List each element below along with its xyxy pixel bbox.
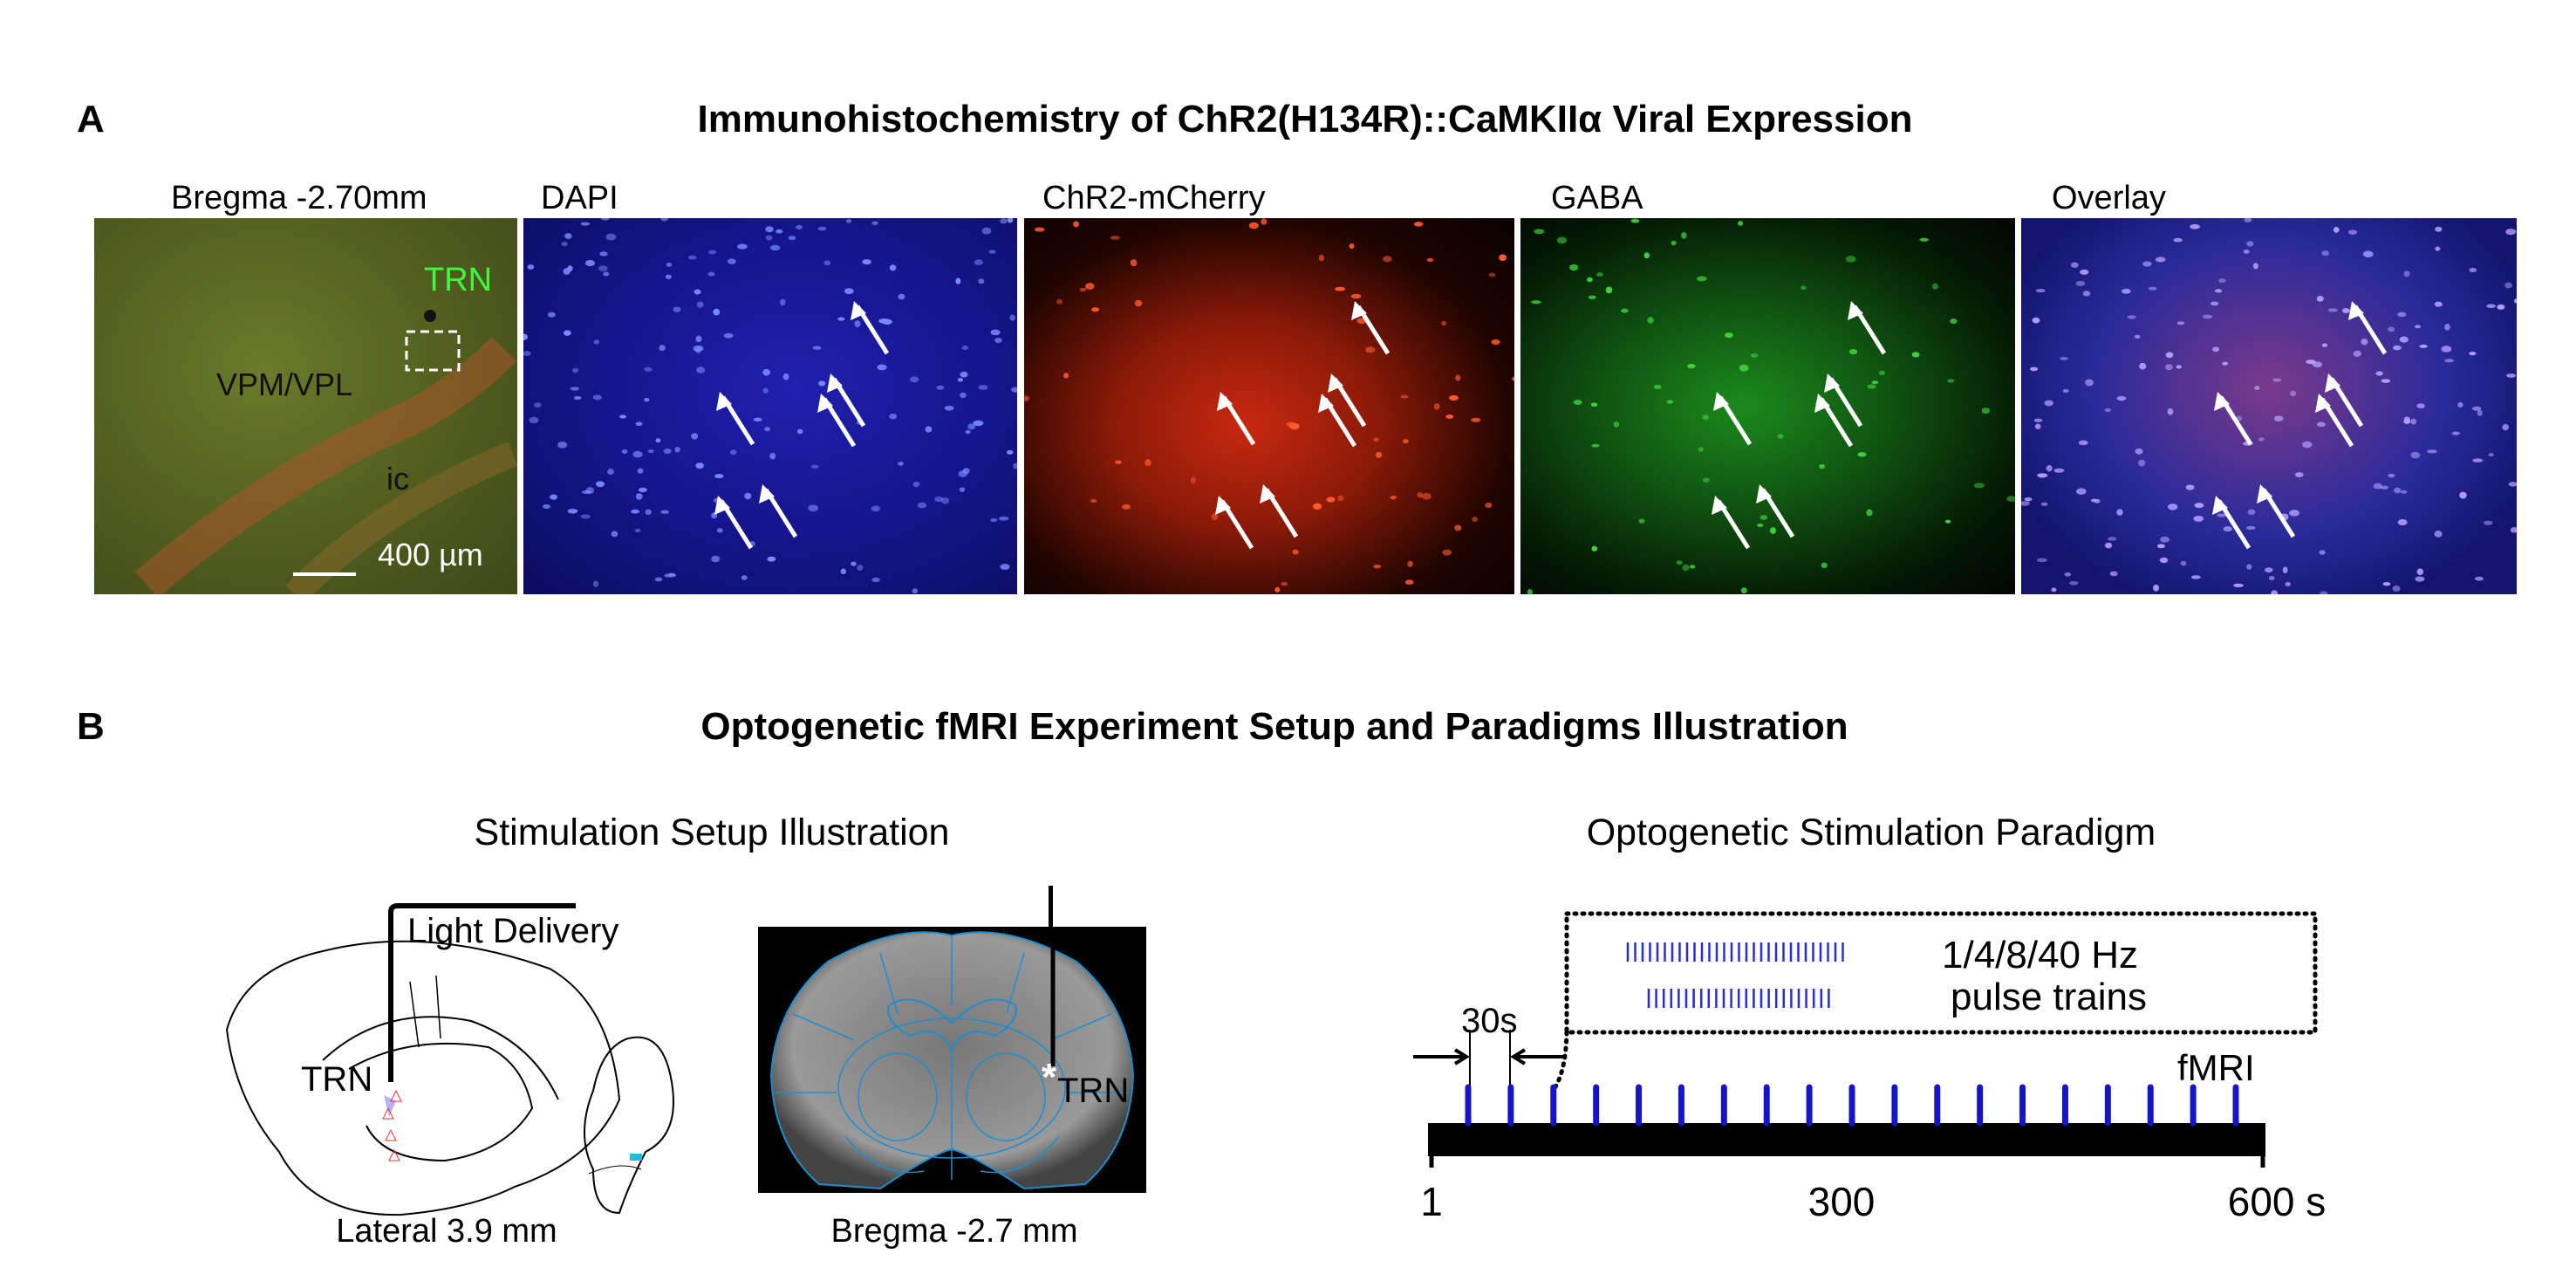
pulse-trains-label: pulse trains (1951, 976, 2148, 1018)
section-b-letter: B (77, 705, 105, 748)
coronal-trn-label: TRN (1057, 1072, 1130, 1110)
indicator-arrow-icon (2257, 484, 2296, 538)
sagittal-caption: Lateral 3.9 mm (336, 1213, 557, 1250)
section-a-title: Immunohistochemistry of ChR2(H134R)::CaM… (697, 98, 1913, 140)
indicator-arrow-icon (2212, 496, 2251, 550)
scale-bar-label: 400 µm (378, 537, 483, 572)
indicator-arrow-icon (1848, 301, 1887, 355)
indicator-arrow-icon (1713, 392, 1753, 446)
pulse-train-callout-box (1564, 911, 2318, 1035)
panel-label-bregma: Bregma -2.70mm (171, 180, 427, 216)
light-delivery-label: Light Delivery (407, 912, 619, 950)
gaba-image (1520, 218, 2015, 594)
indicator-arrow-icon (2315, 394, 2354, 448)
indicator-arrow-icon (1215, 496, 1254, 550)
indicator-arrow-icon (1318, 394, 1357, 448)
indicator-arrow-icon (714, 496, 754, 550)
indicator-arrow-icon (759, 484, 798, 538)
tick-label-mid: 300 (1807, 1179, 1876, 1224)
panel-label-chr2: ChR2-mCherry (1042, 180, 1266, 216)
indicator-arrow-icon (827, 373, 866, 428)
vpm-annotation: VPM/VPL (216, 367, 353, 402)
indicator-arrow-icon (2214, 392, 2253, 446)
section-b-title: Optogenetic fMRI Experiment Setup and Pa… (700, 705, 1848, 748)
fmri-scan-bar (1428, 1123, 2265, 1156)
coronal-asterisk: * (1042, 1056, 1057, 1099)
indicator-arrow-icon (1824, 373, 1863, 428)
histology-overview-drawing (134, 310, 517, 594)
dapi-image (523, 218, 1017, 594)
frequency-label: 1/4/8/40 Hz (1942, 934, 2139, 976)
coronal-caption: Bregma -2.7 mm (830, 1213, 1078, 1250)
indicator-arrow-icon (1814, 394, 1854, 448)
sagittal-brain-diagram (225, 903, 674, 1216)
indicator-arrow-icon (817, 394, 857, 448)
interval-arrow-left (1413, 1048, 1470, 1065)
indicator-arrow-icon (1217, 392, 1256, 446)
fmri-label: fMRI (2177, 1047, 2255, 1088)
paradigm-title: Optogenetic Stimulation Paradigm (1586, 812, 2156, 853)
panel-label-overlay: Overlay (2052, 180, 2166, 216)
panel-label-gaba: GABA (1551, 180, 1643, 216)
indicator-arrow-icon (851, 301, 890, 355)
chr2-mcherry-image (1024, 218, 1514, 594)
optical-fiber-line (1049, 886, 1053, 931)
ic-annotation: ic (386, 461, 409, 497)
section-a-letter: A (77, 98, 105, 140)
coronal-atlas-drawing (769, 901, 1135, 1190)
indicator-arrow-icon (2325, 373, 2364, 428)
setup-title: Stimulation Setup Illustration (474, 812, 950, 853)
indicator-arrow-icon (2348, 301, 2388, 355)
sagittal-trn-label: TRN (301, 1060, 373, 1099)
micrograph-overlay (2021, 218, 2517, 594)
micrograph-overlay (1527, 218, 2015, 594)
tick-label-end: 600 s (2227, 1179, 2327, 1224)
trn-annotation: TRN (424, 262, 493, 298)
indicator-arrow-icon (1328, 373, 1367, 428)
histology-overview-image: TRN VPM/VPL ic 400 µm (94, 218, 517, 594)
micrograph-overlay (1024, 218, 1514, 593)
micrograph-overlay (523, 218, 1017, 594)
panel-label-dapi: DAPI (541, 180, 618, 216)
tick-label-start: 1 (1420, 1179, 1443, 1224)
indicator-arrow-icon (1712, 496, 1751, 550)
interval-label: 30s (1461, 1002, 1518, 1040)
indicator-arrow-icon (1351, 301, 1390, 355)
overlay-image (2021, 218, 2517, 594)
callout-connector (1550, 1030, 1569, 1093)
indicator-arrow-icon (716, 392, 755, 446)
indicator-arrow-icon (1756, 484, 1795, 538)
interval-arrow-right (1510, 1048, 1563, 1065)
coronal-brain-image (758, 901, 1146, 1193)
indicator-arrow-icon (1260, 484, 1299, 538)
